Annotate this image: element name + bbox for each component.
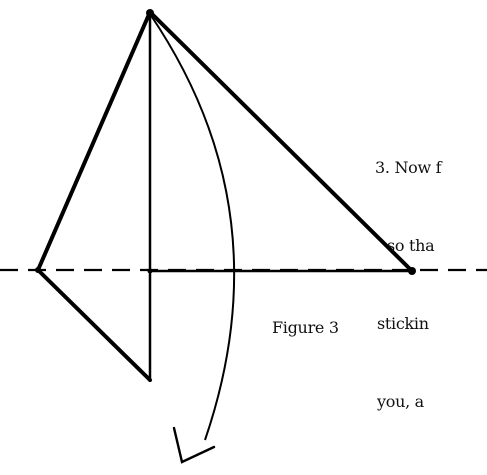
edge-bottom-left [36, 268, 152, 382]
instruction-text: 3. Now f so tha stickin you, a [375, 103, 487, 467]
vertex-center [147, 268, 153, 274]
arrowhead-icon [172, 426, 216, 464]
figure-caption: Figure 3 [272, 318, 339, 337]
edge-top-left [36, 10, 152, 272]
fold-arrow-curve [149, 13, 236, 441]
instruction-line: you, a [377, 392, 424, 411]
vertex-top [146, 9, 154, 17]
instruction-line: 3. Now f [375, 158, 442, 177]
instruction-line: stickin [377, 314, 429, 333]
vertex-left [35, 267, 41, 273]
vertex-right [408, 267, 416, 275]
instruction-line: so tha [387, 236, 435, 255]
edge-top-right [148, 10, 414, 273]
